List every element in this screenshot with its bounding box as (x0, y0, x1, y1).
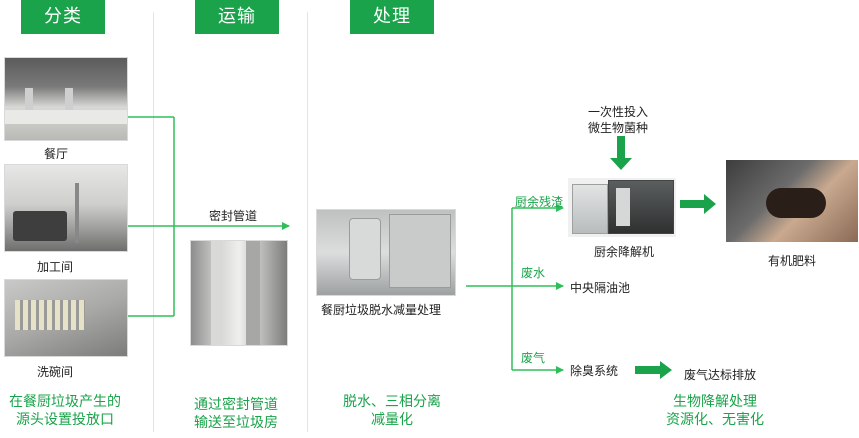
fertilizer-photo (726, 160, 858, 242)
kitchen-photo (4, 164, 128, 252)
sealed-pipe-photo (190, 240, 288, 346)
fertilizer-label: 有机肥料 (768, 254, 817, 268)
process-caption: 脱水、三相分离 减量化 (343, 394, 441, 428)
waste-gas-label: 废气 (521, 351, 546, 365)
pipe-label: 密封管道 (209, 209, 258, 223)
restaurant-photo (4, 57, 128, 141)
kitchen-label: 加工间 (37, 260, 74, 274)
digester-machine-photo (568, 178, 676, 237)
column-divider (307, 12, 308, 432)
column-divider (153, 12, 154, 432)
gas-emission-label: 废气达标排放 (684, 368, 757, 382)
microbes-line1: 一次性投入 (588, 105, 649, 119)
machine-label: 餐厨垃圾脱水减量处理 (321, 303, 442, 317)
header-transport: 运输 (195, 0, 279, 34)
dishwashing-label: 洗碗间 (37, 365, 74, 379)
residue-label: 厨余残渣 (515, 195, 564, 209)
header-sort: 分类 (21, 0, 105, 34)
dewatering-machine-photo (316, 209, 456, 296)
transport-caption: 通过密封管道 输送至垃圾房 (194, 397, 278, 431)
deodorization-label: 除臭系统 (570, 364, 619, 378)
biodegradation-caption: 生物降解处理 资源化、无害化 (666, 394, 764, 428)
digester-label: 厨余降解机 (594, 245, 655, 259)
header-process: 处理 (350, 0, 434, 34)
wastewater-label: 废水 (521, 266, 546, 280)
grease-trap-label: 中央隔油池 (570, 281, 631, 295)
sort-caption: 在餐厨垃圾产生的 源头设置投放口 (9, 394, 121, 428)
dishwashing-photo (4, 279, 128, 357)
restaurant-label: 餐厅 (44, 147, 69, 161)
microbes-line2: 微生物菌种 (588, 121, 649, 135)
